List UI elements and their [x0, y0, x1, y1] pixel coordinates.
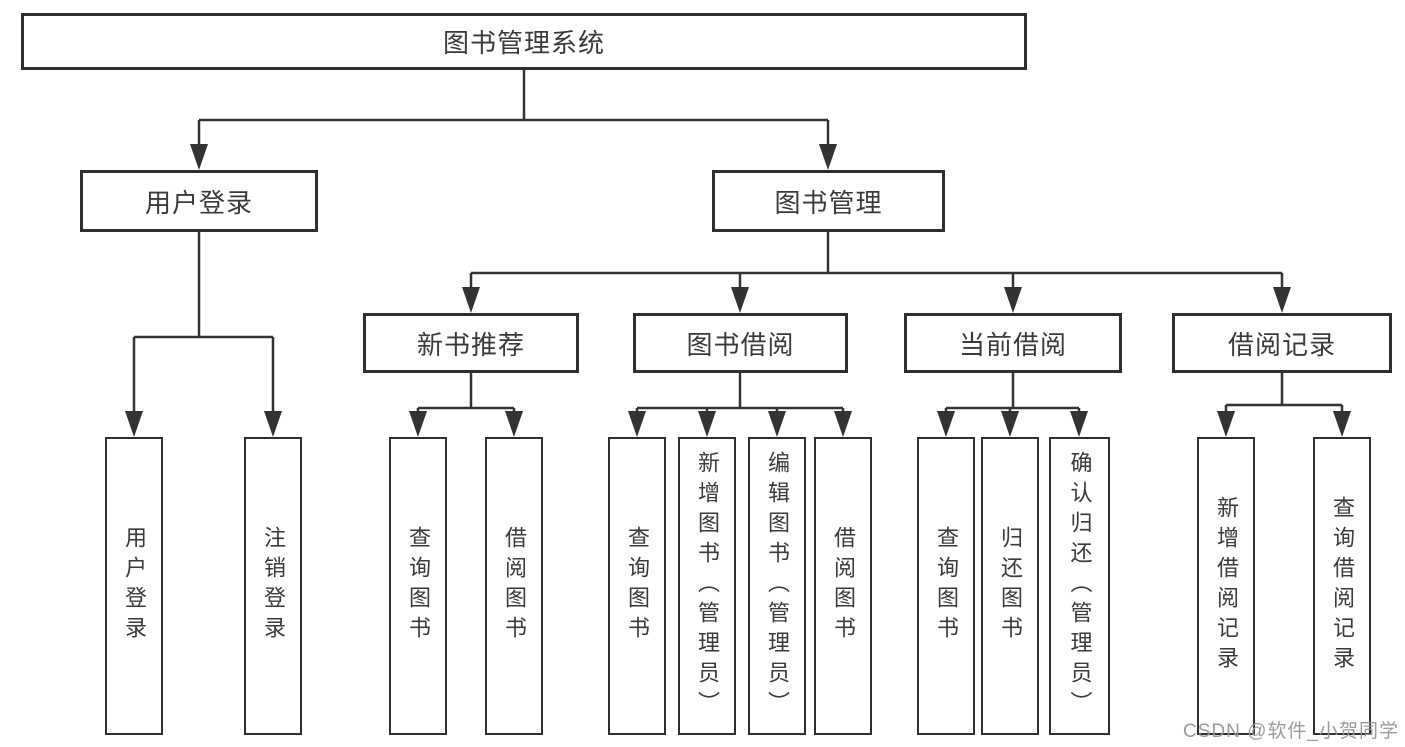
- leaf-label: 注销登录: [261, 526, 286, 646]
- leaf-label: 借阅图书: [831, 526, 856, 646]
- leaf-label: 用户登录: [122, 526, 147, 646]
- leaf-edit-book-admin: 编辑图书（管理员）: [748, 437, 806, 735]
- leaf-query-books-3: 查询图书: [917, 437, 975, 735]
- node-label: 借阅记录: [1227, 329, 1336, 360]
- leaf-confirm-return-admin: 确认归还（管理员）: [1049, 437, 1110, 735]
- node-borrow-records: 借阅记录: [1172, 313, 1392, 373]
- node-label: 图书借阅: [686, 329, 795, 360]
- leaf-label: 查询图书: [625, 526, 650, 646]
- leaf-label: 新增图书（管理员）: [695, 451, 720, 721]
- node-current-borrow: 当前借阅: [904, 313, 1122, 373]
- node-user-login: 用户登录: [80, 170, 318, 232]
- leaf-label: 借阅图书: [502, 526, 527, 646]
- leaf-label: 归还图书: [998, 526, 1023, 646]
- node-new-book-recommend: 新书推荐: [363, 313, 579, 373]
- node-book-management: 图书管理: [712, 170, 945, 232]
- leaf-label: 查询借阅记录: [1330, 496, 1355, 676]
- node-label: 图书管理: [774, 187, 883, 218]
- leaf-label: 查询图书: [934, 526, 959, 646]
- node-label: 新书推荐: [416, 329, 525, 360]
- node-label: 图书管理系统: [442, 28, 605, 58]
- node-label: 当前借阅: [958, 329, 1067, 360]
- leaf-borrow-books-1: 借阅图书: [485, 437, 543, 735]
- leaf-label: 查询图书: [406, 526, 431, 646]
- leaf-return-books: 归还图书: [981, 437, 1039, 735]
- leaf-label: 确认归还（管理员）: [1067, 451, 1093, 721]
- node-book-borrow: 图书借阅: [633, 313, 848, 373]
- leaf-add-borrow-record: 新增借阅记录: [1197, 437, 1255, 735]
- leaf-label: 编辑图书（管理员）: [765, 451, 790, 721]
- leaf-logout: 注销登录: [244, 437, 302, 735]
- node-label: 用户登录: [144, 187, 253, 218]
- leaf-label: 新增借阅记录: [1214, 496, 1239, 676]
- leaf-user-login: 用户登录: [105, 437, 163, 735]
- csdn-watermark: CSDN @软件_小贺同学: [1183, 721, 1399, 742]
- leaf-query-books-1: 查询图书: [389, 437, 447, 735]
- node-library-management-system: 图书管理系统: [21, 13, 1027, 70]
- leaf-query-books-2: 查询图书: [608, 437, 666, 735]
- leaf-borrow-books-2: 借阅图书: [814, 437, 872, 735]
- leaf-query-borrow-record: 查询借阅记录: [1313, 437, 1371, 735]
- leaf-add-book-admin: 新增图书（管理员）: [678, 437, 736, 735]
